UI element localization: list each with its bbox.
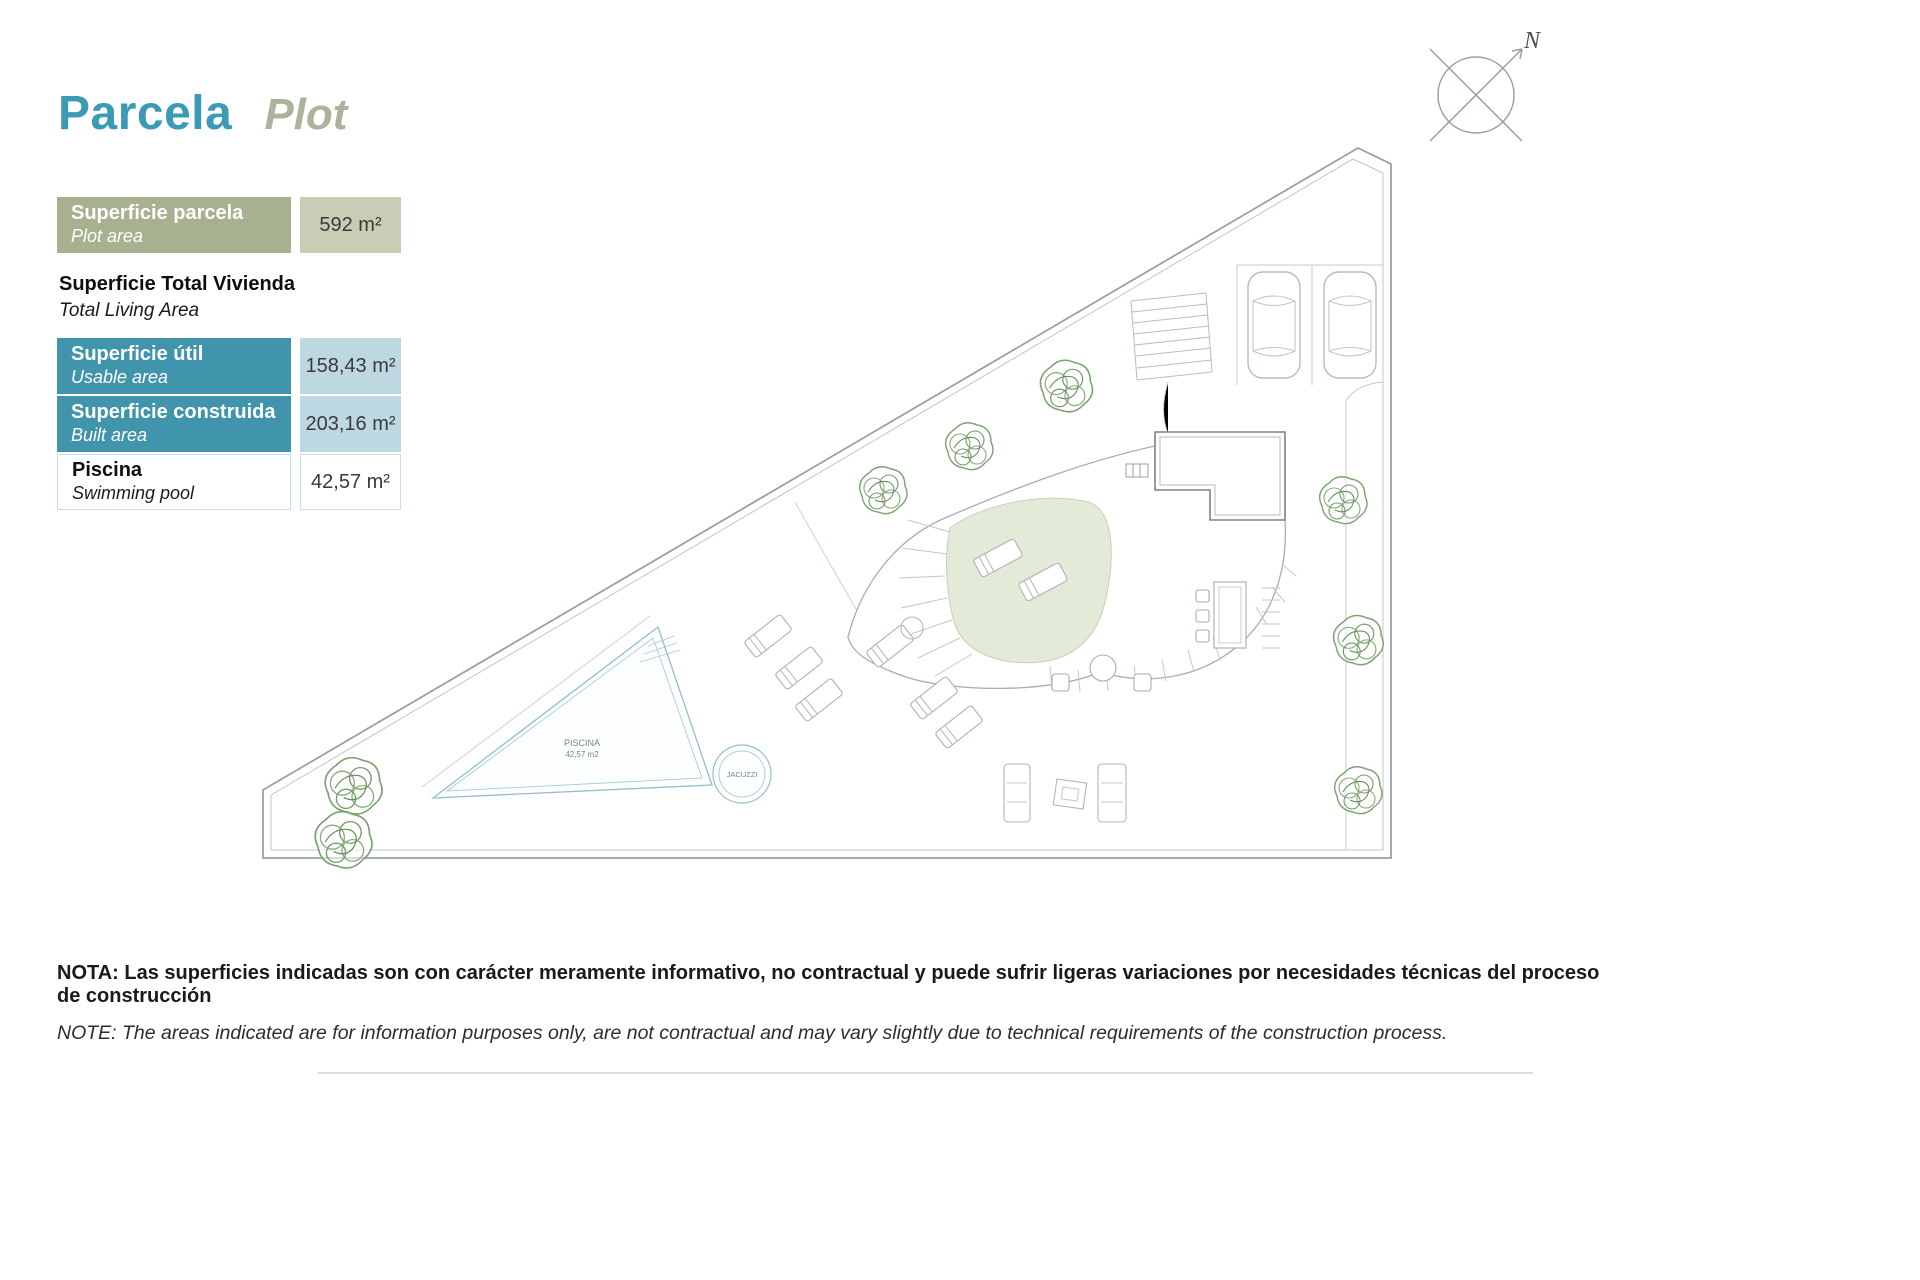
plot-area-label-en: Plot area (71, 226, 144, 247)
built-area-value: 203,16 m² (300, 396, 401, 452)
north-label: N (1523, 28, 1542, 54)
page-subtitle: Plot (264, 90, 348, 139)
tree-icon (1332, 614, 1384, 666)
pool-area-label-en: Swimming pool (72, 483, 195, 504)
note-es: NOTA: Las superficies indicadas son con … (57, 962, 1600, 1007)
plot-area-value: 592 m² (300, 197, 401, 253)
pool-steps (639, 635, 681, 663)
built-area-label-cell: Superficie construida Built area (57, 396, 291, 452)
deck-hatch-fan (898, 519, 973, 677)
jacuzzi-label: JACUZZI (727, 770, 758, 779)
coffee-table (1052, 778, 1088, 810)
tree-icon (314, 810, 373, 869)
poolside-loungers (743, 613, 984, 750)
pool-area-label-cell: Piscina Swimming pool (57, 454, 291, 510)
page-title: Parcela (58, 87, 233, 140)
plot-area-label-es: Superficie parcela (71, 202, 244, 225)
usable-area-label-cell: Superficie útil Usable area (57, 338, 291, 394)
north-arrow-icon (1511, 48, 1523, 60)
car-icon (1323, 271, 1377, 379)
pool-label: PISCINA (564, 738, 600, 748)
built-area-label-en: Built area (71, 425, 148, 446)
footer-notes: NOTA: Las superficies indicadas son con … (57, 962, 1627, 1045)
tree-icon (1039, 359, 1094, 413)
page-title-block: Parcela Plot (58, 86, 347, 141)
jacuzzi: JACUZZI (712, 744, 772, 804)
usable-area-value: 158,43 m² (300, 338, 401, 394)
tree-icon (858, 466, 908, 515)
living-area-heading: Superficie Total Vivienda Total Living A… (59, 273, 399, 322)
compass: N (1429, 28, 1542, 142)
roof-vent-icon (1125, 463, 1149, 478)
plot-area-row: Superficie parcela Plot area 592 m² (57, 197, 401, 253)
site-plan: PISCINA 42,57 m2 JACUZZI (262, 146, 1392, 869)
tree-icon (324, 756, 383, 815)
usable-area-row: Superficie útil Usable area 158,43 m² (57, 338, 401, 394)
car-icon (1247, 271, 1301, 379)
usable-area-label-en: Usable area (71, 367, 169, 388)
roof-outline (1125, 431, 1286, 521)
area-table: Superficie parcela Plot area 592 m² Supe… (57, 197, 401, 512)
living-area-heading-en: Total Living Area (59, 300, 200, 321)
built-area-label-es: Superficie construida (71, 401, 276, 424)
swimming-pool: PISCINA 42,57 m2 (421, 615, 713, 799)
outdoor-sofa (1003, 763, 1031, 823)
dining-table (1195, 581, 1280, 649)
tree-icon (944, 422, 994, 471)
outdoor-seating (1003, 763, 1127, 823)
compass-nw-line (1429, 48, 1523, 142)
living-area-heading-es: Superficie Total Vivienda (59, 273, 295, 295)
parasol-icon (900, 616, 924, 640)
tree-icon (1333, 766, 1383, 815)
pool-area-row: Piscina Swimming pool 42,57 m² (57, 454, 401, 510)
pool-area-value: 42,57 m² (300, 454, 401, 510)
tree-icon (1318, 476, 1368, 525)
plot-boundary (262, 146, 1392, 859)
note-en: NOTE: The areas indicated are for inform… (57, 1022, 1448, 1044)
stairs (1130, 292, 1213, 435)
plot-area-label-cell: Superficie parcela Plot area (57, 197, 291, 253)
page-bottom-divider (318, 1072, 1533, 1074)
pool-area-label-es: Piscina (72, 459, 143, 482)
outdoor-sofa (1097, 763, 1127, 823)
lounge-corner (1051, 654, 1152, 692)
usable-area-label-es: Superficie útil (71, 343, 204, 366)
pool-area-label: 42,57 m2 (565, 750, 599, 759)
compass-circle (1437, 56, 1515, 134)
built-area-row: Superficie construida Built area 203,16 … (57, 396, 401, 452)
